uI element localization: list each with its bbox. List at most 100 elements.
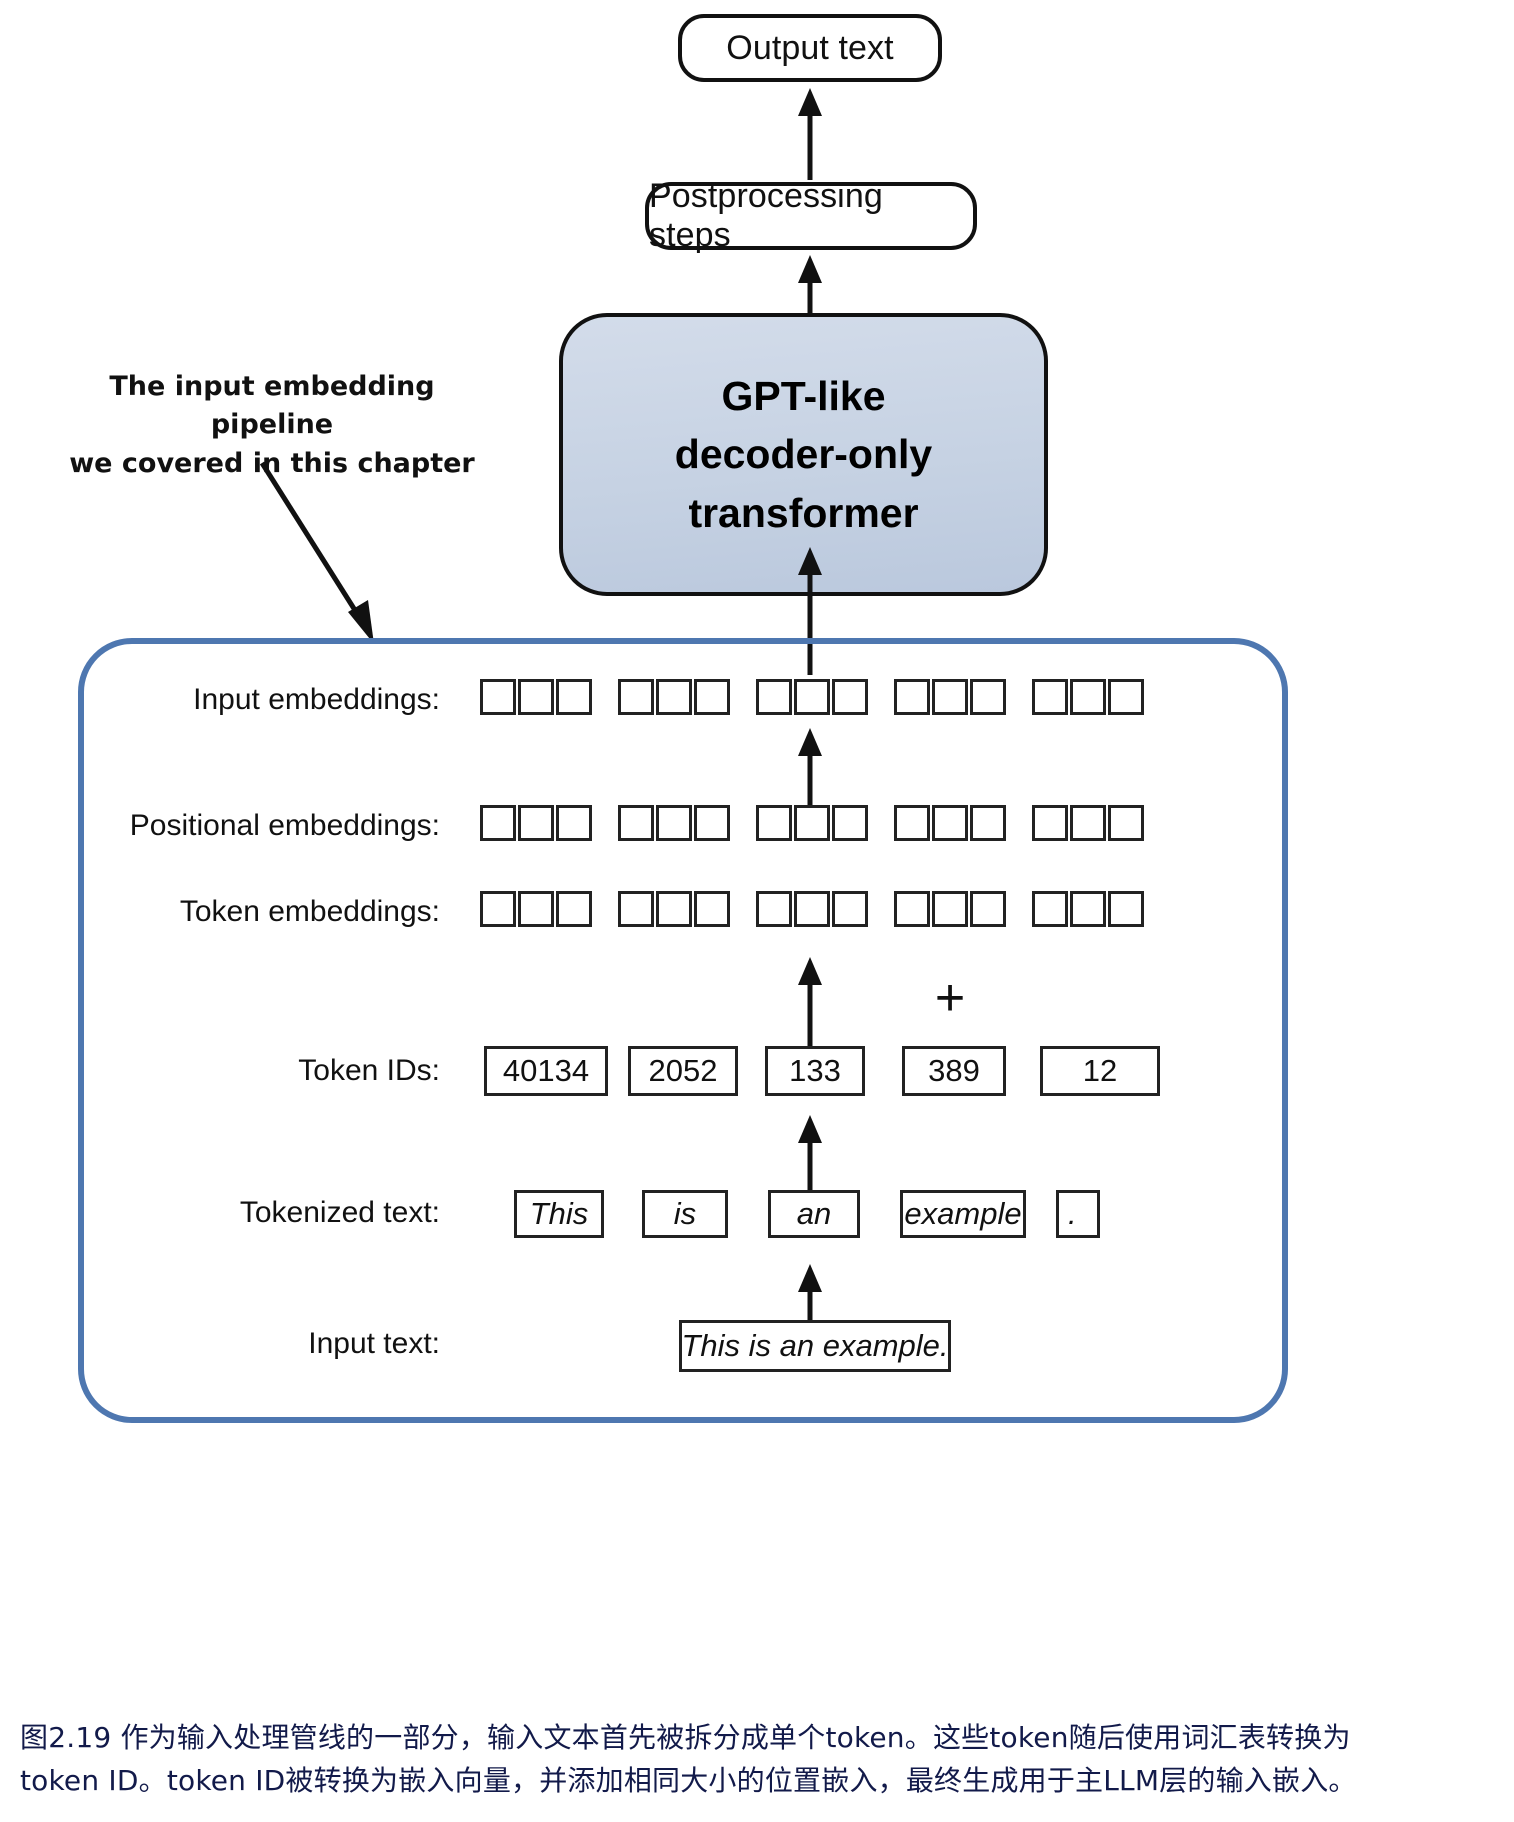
embedding-cell bbox=[480, 679, 516, 715]
embedding-cell bbox=[932, 805, 968, 841]
embedding-cell bbox=[618, 679, 654, 715]
token-id-box-2: 2052 bbox=[628, 1046, 738, 1096]
model-line-2: decoder-only bbox=[674, 431, 933, 478]
embedding-cell bbox=[970, 679, 1006, 715]
embedding-cell bbox=[1108, 679, 1144, 715]
row-label-positional-embeddings: Positional embeddings: bbox=[129, 809, 440, 842]
embedding-cell bbox=[1108, 805, 1144, 841]
embedding-cell bbox=[1070, 805, 1106, 841]
token-embeddings-group-5 bbox=[1032, 891, 1144, 927]
embedding-cell bbox=[932, 679, 968, 715]
embedding-cell bbox=[1108, 891, 1144, 927]
embedding-cell bbox=[932, 891, 968, 927]
positional-embeddings-group-3 bbox=[756, 805, 868, 841]
token-box-2: is bbox=[642, 1190, 728, 1238]
embedding-cell bbox=[794, 805, 830, 841]
output-text-box: Output text bbox=[678, 14, 942, 82]
input-embeddings-group-5 bbox=[1032, 679, 1144, 715]
embedding-cell bbox=[556, 891, 592, 927]
annotation-callout: The input embedding pipeline we covered … bbox=[62, 368, 482, 483]
token-embeddings-group-4 bbox=[894, 891, 1006, 927]
embedding-cell bbox=[832, 891, 868, 927]
embedding-cell bbox=[556, 805, 592, 841]
embedding-cell bbox=[694, 805, 730, 841]
embedding-cell bbox=[970, 891, 1006, 927]
postprocessing-steps-box: Postprocessing steps bbox=[645, 177, 977, 254]
token-box-4: example bbox=[900, 1190, 1026, 1238]
row-label-token-embeddings: Token embeddings: bbox=[179, 895, 440, 928]
embedding-cell bbox=[656, 679, 692, 715]
embedding-cell bbox=[894, 679, 930, 715]
model-line-1: GPT-like bbox=[721, 373, 886, 420]
input-embeddings-group-2 bbox=[618, 679, 730, 715]
row-label-tokenized-text: Tokenized text: bbox=[239, 1196, 440, 1229]
embedding-cell bbox=[1070, 891, 1106, 927]
annotation-line-2: we covered in this chapter bbox=[69, 447, 475, 479]
embedding-cell bbox=[1032, 679, 1068, 715]
plus-operator: + bbox=[934, 969, 966, 1027]
input-embeddings-group-4 bbox=[894, 679, 1006, 715]
gpt-like-transformer-box: GPT-like decoder-only transformer bbox=[559, 313, 1048, 596]
token-id-box-3: 133 bbox=[765, 1046, 865, 1096]
embedding-cell bbox=[1070, 679, 1106, 715]
figure-caption: 图2.19 作为输入处理管线的一部分，输入文本首先被拆分成单个token。这些t… bbox=[20, 1716, 1500, 1803]
embedding-cell bbox=[794, 679, 830, 715]
token-box-1: This bbox=[514, 1190, 604, 1238]
postprocessing-label: Postprocessing steps bbox=[649, 177, 883, 254]
embedding-cell bbox=[1032, 891, 1068, 927]
positional-embeddings-group-1 bbox=[480, 805, 592, 841]
input-embeddings-group-3 bbox=[756, 679, 868, 715]
token-embeddings-group-1 bbox=[480, 891, 592, 927]
arrow-tokenized-text-to-token-ids bbox=[798, 1115, 822, 1195]
model-line-3: transformer bbox=[688, 489, 919, 536]
annotation-arrow bbox=[259, 461, 374, 644]
embedding-cell bbox=[894, 805, 930, 841]
token-id-box-5: 12 bbox=[1040, 1046, 1160, 1096]
embedding-cell bbox=[832, 679, 868, 715]
embedding-cell bbox=[518, 679, 554, 715]
token-id-box-4: 389 bbox=[902, 1046, 1006, 1096]
embedding-cell bbox=[970, 805, 1006, 841]
positional-embeddings-group-4 bbox=[894, 805, 1006, 841]
embedding-cell bbox=[480, 891, 516, 927]
embedding-cell bbox=[1032, 805, 1068, 841]
row-label-input-embeddings: Input embeddings: bbox=[193, 683, 440, 716]
embedding-cell bbox=[656, 805, 692, 841]
embedding-cell bbox=[518, 891, 554, 927]
annotation-line-1: The input embedding pipeline bbox=[109, 371, 435, 441]
arrow-positional-to-input-embeddings bbox=[798, 728, 822, 812]
arrow-model-to-postprocessing bbox=[798, 255, 822, 315]
output-text-label: Output text bbox=[726, 28, 894, 67]
embedding-cell bbox=[518, 805, 554, 841]
embedding-cell bbox=[556, 679, 592, 715]
embedding-cell bbox=[618, 805, 654, 841]
arrow-embeddings-to-model bbox=[798, 547, 822, 675]
caption-line-2: token ID。token ID被转换为嵌入向量，并添加相同大小的位置嵌入，最… bbox=[20, 1764, 1357, 1798]
token-box-5: . bbox=[1056, 1190, 1100, 1238]
embedding-cell bbox=[694, 679, 730, 715]
input-embedding-pipeline-frame bbox=[78, 638, 1288, 1423]
token-embeddings-group-2 bbox=[618, 891, 730, 927]
arrow-postprocessing-to-output bbox=[798, 88, 822, 180]
embedding-cell bbox=[794, 891, 830, 927]
embedding-cell bbox=[756, 679, 792, 715]
caption-line-1: 图2.19 作为输入处理管线的一部分，输入文本首先被拆分成单个token。这些t… bbox=[20, 1721, 1351, 1754]
row-label-token-ids: Token IDs: bbox=[298, 1054, 440, 1087]
positional-embeddings-group-5 bbox=[1032, 805, 1144, 841]
row-label-input-text: Input text: bbox=[308, 1327, 440, 1360]
embedding-cell bbox=[480, 805, 516, 841]
token-box-3: an bbox=[768, 1190, 860, 1238]
embedding-cell bbox=[618, 891, 654, 927]
embedding-cell bbox=[894, 891, 930, 927]
positional-embeddings-group-2 bbox=[618, 805, 730, 841]
embedding-cell bbox=[756, 891, 792, 927]
embedding-cell bbox=[656, 891, 692, 927]
token-id-box-1: 40134 bbox=[484, 1046, 608, 1096]
input-text-box: This is an example. bbox=[679, 1320, 951, 1372]
input-embeddings-group-1 bbox=[480, 679, 592, 715]
embedding-cell bbox=[756, 805, 792, 841]
token-embeddings-group-3 bbox=[756, 891, 868, 927]
embedding-cell bbox=[694, 891, 730, 927]
embedding-cell bbox=[832, 805, 868, 841]
